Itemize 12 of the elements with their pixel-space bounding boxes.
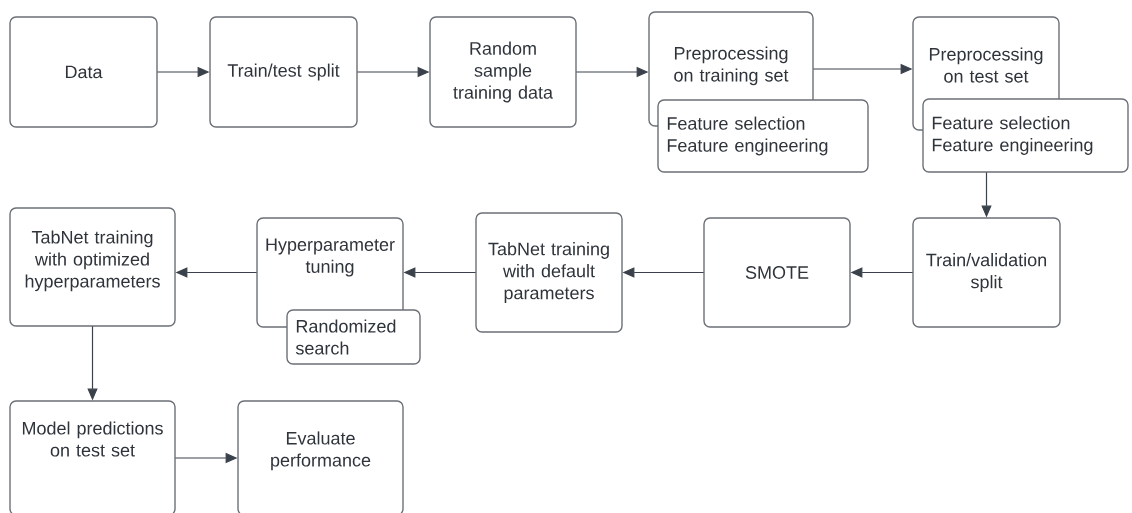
process-box: Train/validation split [912, 217, 1061, 328]
process-box: Evaluate performance [237, 400, 404, 513]
sub-step-box: Feature selection Feature engineering [922, 98, 1129, 173]
sub-step-box: Feature selection Feature engineering [657, 99, 869, 173]
process-box: TabNet training with default parameters [475, 212, 623, 333]
process-box: Model predictions on test set [9, 400, 176, 513]
process-box: TabNet training with optimized hyperparameters [9, 207, 176, 327]
process-box: Train/test split [209, 16, 358, 128]
process-box: Data [9, 16, 158, 128]
process-box: SMOTE [703, 217, 851, 328]
sub-step-box: Randomized search [286, 309, 421, 365]
process-box: Random sample training data [429, 16, 577, 128]
